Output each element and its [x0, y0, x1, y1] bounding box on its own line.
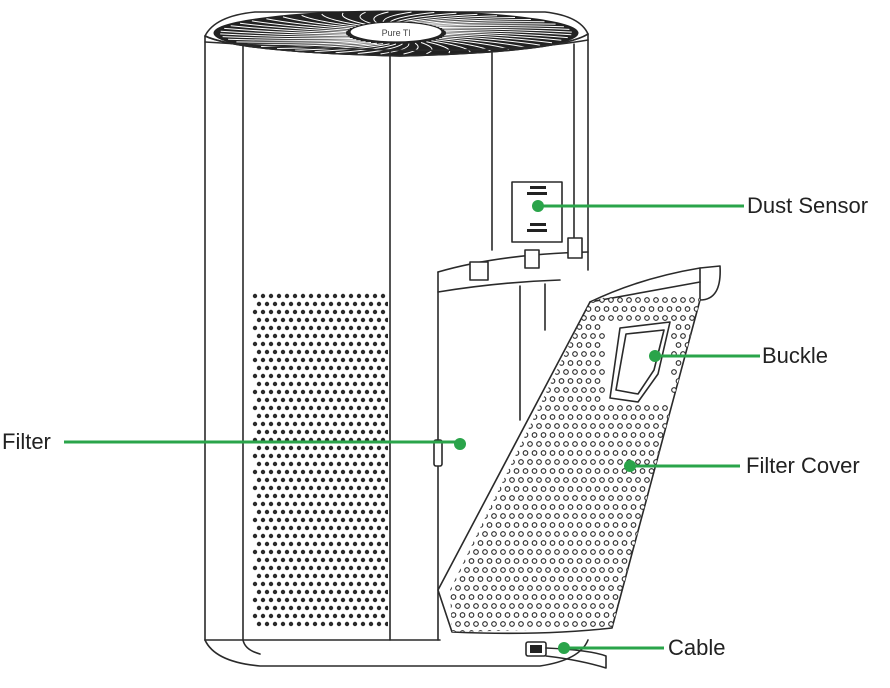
filter-label: Filter: [2, 429, 51, 454]
purifier-body: [204, 33, 589, 667]
side-air-intake-grille: [252, 293, 388, 627]
dust-sensor: [511, 181, 563, 243]
top-fan-grille: Pure Tl: [204, 10, 589, 57]
top-emblem-text: Pure Tl: [382, 28, 411, 38]
filter-cover-label: Filter Cover: [746, 453, 860, 478]
cable-label: Cable: [668, 635, 726, 660]
power-cable: [525, 641, 607, 669]
leader-lines: [64, 200, 760, 654]
filter-cover: [437, 265, 721, 635]
buckle-label: Buckle: [762, 343, 829, 368]
dust-sensor-label: Dust Sensor: [747, 193, 869, 218]
